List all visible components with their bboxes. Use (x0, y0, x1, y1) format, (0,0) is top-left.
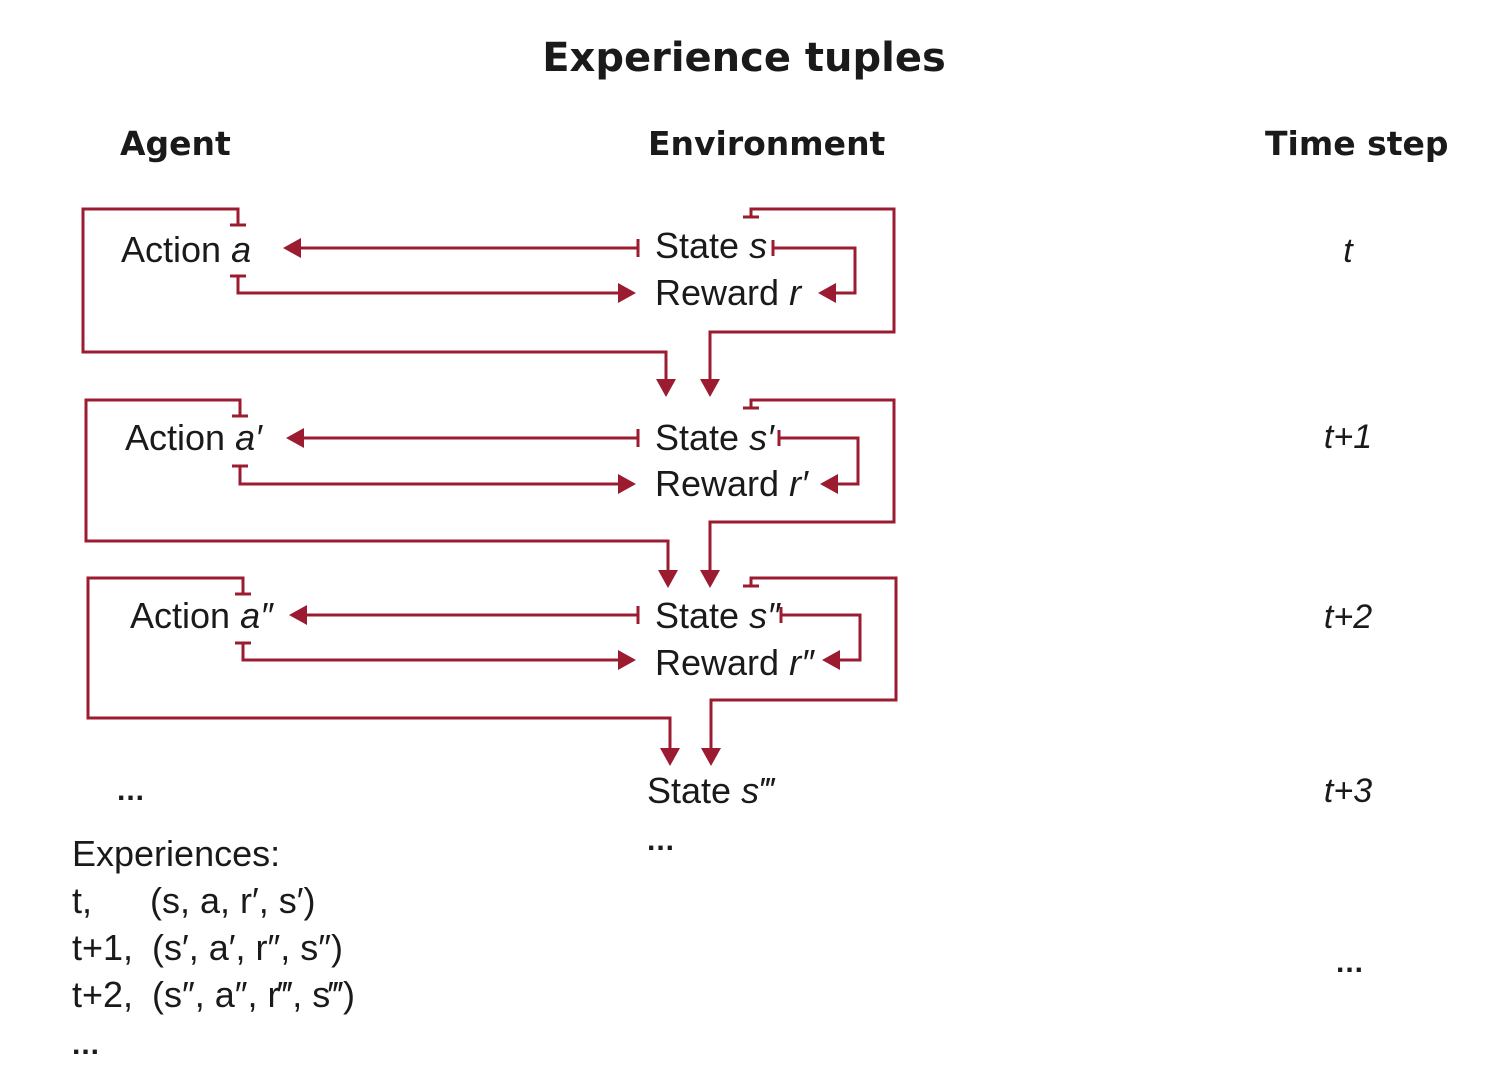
row-2-state-to-reward-line (781, 613, 862, 662)
experience-line-t1: t+1,(s′, a′, r″, s″) (72, 927, 343, 968)
reward-label-t1: Reward r′ (655, 463, 808, 504)
row-0-state-to-reward-line (773, 246, 857, 295)
row-2-action-arrowhead (289, 605, 307, 625)
row-1-next-state-arrowhead-a (658, 570, 678, 588)
experience-line-t2: t+2,(s″, a″, r‴, s‴) (72, 974, 355, 1015)
row-1-next-state-arrowhead-b (700, 570, 720, 588)
row-0-state-loop-line (708, 207, 896, 381)
row-1-action-loop-line (84, 398, 670, 572)
time-step-t2: t+2 (1323, 598, 1373, 636)
row-0-action-loop-line (81, 207, 668, 381)
diagram-title: Experience tuples (542, 35, 946, 81)
row-2-state-loop-line (709, 576, 898, 750)
row-1-reward-arrowhead (618, 474, 636, 494)
action-label-t2: Action a″ (130, 595, 273, 636)
action-label-t1: Action a′ (125, 417, 262, 458)
environment-ellipsis: ... (647, 824, 676, 857)
time-step-t3: t+3 (1323, 772, 1373, 810)
time-step-ellipsis: ... (1336, 946, 1365, 979)
row-0-action-to-reward-line (236, 276, 620, 295)
agent-header: Agent (120, 124, 231, 163)
row-2-reward-arrowhead (618, 650, 636, 670)
experiences-ellipsis: ... (72, 1028, 101, 1061)
row-1-reward-in-arrowhead (820, 474, 838, 494)
state-label-t2: State s″ (655, 595, 780, 636)
row-0-reward-arrowhead (618, 283, 636, 303)
action-label-t: Action a (121, 229, 252, 270)
row-1-action-arrowhead (286, 428, 304, 448)
state-label-t3: State s‴ (647, 770, 772, 811)
environment-header: Environment (648, 124, 886, 163)
row-2-next-state-arrowhead-b (701, 748, 721, 766)
state-label-t1: State s′ (655, 417, 774, 458)
reward-label-t2: Reward r″ (655, 642, 814, 683)
row-2-action-loop-line (86, 576, 672, 750)
experiences-heading: Experiences: (72, 833, 281, 874)
row-0-next-state-arrowhead-b (700, 379, 720, 397)
row-2-reward-in-arrowhead (822, 650, 840, 670)
time-step-t1: t+1 (1323, 418, 1373, 456)
row-2-next-state-arrowhead-a (660, 748, 680, 766)
row-1-action-to-reward-line (238, 466, 620, 486)
row-0-action-arrowhead (283, 238, 301, 258)
time-step-header: Time step (1265, 124, 1449, 163)
experience-line-t: t,(s, a, r′, s′) (72, 880, 316, 921)
row-1-state-loop-line (708, 398, 896, 572)
agent-ellipsis: ... (117, 774, 146, 807)
state-label-t: State s (655, 225, 768, 266)
row-1-state-to-reward-line (779, 436, 860, 486)
time-step-t: t (1343, 232, 1353, 270)
row-0-reward-in-arrowhead (818, 283, 836, 303)
reward-label-t: Reward r (655, 272, 802, 313)
row-0-next-state-arrowhead-a (656, 379, 676, 397)
row-2-action-to-reward-line (241, 643, 620, 662)
